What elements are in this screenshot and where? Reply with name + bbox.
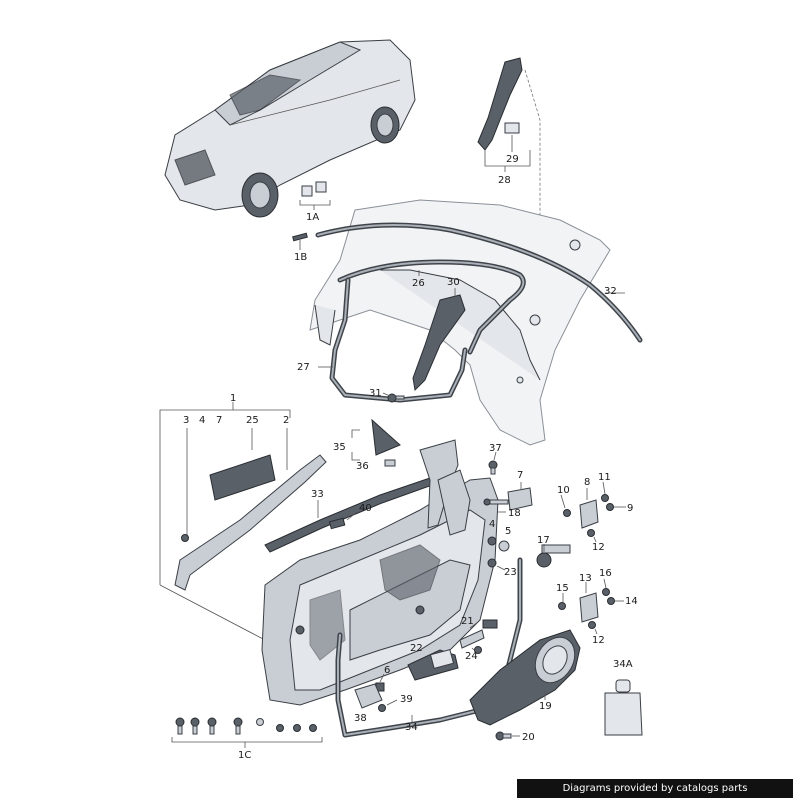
label-34a: 34A (613, 659, 633, 670)
credit-banner: Diagrams provided by catalogs parts (517, 779, 793, 798)
label-24: 24 (465, 651, 478, 662)
label-35: 35 (333, 442, 346, 453)
label-1: 1 (230, 393, 236, 404)
screw-37 (488, 460, 498, 475)
screw-23 (487, 558, 497, 568)
label-15: 15 (556, 583, 569, 594)
label-25: 25 (246, 415, 259, 426)
label-26: 26 (412, 278, 425, 289)
label-36: 36 (356, 461, 369, 472)
label-18: 18 (508, 508, 521, 519)
label-4: 4 (199, 415, 205, 426)
label-9: 9 (627, 503, 633, 514)
part-21 (459, 619, 498, 654)
screw-39 (378, 704, 386, 712)
label-27: 27 (297, 362, 310, 373)
body-side (309, 199, 611, 446)
label-4b: 4 (489, 519, 495, 530)
label-13: 13 (579, 573, 592, 584)
label-11: 11 (598, 472, 611, 483)
sound-pad-25 (209, 454, 276, 501)
label-2: 2 (283, 415, 289, 426)
label-7b: 7 (517, 470, 523, 481)
label-6: 6 (384, 665, 390, 676)
car-illustration (164, 39, 416, 218)
bottle-34a (604, 679, 643, 736)
speaker-housing-19 (469, 629, 581, 726)
label-19: 19 (539, 701, 552, 712)
label-38: 38 (354, 713, 367, 724)
hinge-upper (563, 494, 614, 537)
label-10: 10 (557, 485, 570, 496)
bolt-17 (536, 544, 571, 568)
part-5 (498, 540, 510, 552)
label-1a: 1A (306, 212, 319, 223)
label-39: 39 (400, 694, 413, 705)
label-1b: 1B (294, 252, 307, 263)
label-1c: 1C (238, 750, 251, 761)
mirror-cover-35 (371, 418, 401, 456)
label-32: 32 (604, 286, 617, 297)
label-8: 8 (584, 477, 590, 488)
label-12: 12 (592, 542, 605, 553)
label-22: 22 (410, 643, 423, 654)
label-37: 37 (489, 443, 502, 454)
label-23: 23 (504, 567, 517, 578)
label-20: 20 (522, 732, 535, 743)
label-40: 40 (359, 503, 372, 514)
part-40 (328, 517, 346, 530)
label-12b: 12 (592, 635, 605, 646)
label-14: 14 (625, 596, 638, 607)
label-7: 7 (216, 415, 222, 426)
label-21: 21 (461, 616, 474, 627)
label-33: 33 (311, 489, 324, 500)
latch-7 (507, 487, 533, 511)
clip-3 (181, 534, 189, 542)
bolt-18 (483, 498, 509, 506)
hinge-lower (558, 588, 615, 629)
pillar-cover-30 (412, 294, 466, 392)
label-17: 17 (537, 535, 550, 546)
label-31: 31 (369, 388, 382, 399)
label-28: 28 (498, 175, 511, 186)
bracket-38 (354, 683, 383, 709)
label-30: 30 (447, 277, 460, 288)
fastener-set-1c (175, 717, 317, 735)
label-3: 3 (183, 415, 189, 426)
window-strip-2 (174, 454, 327, 591)
label-34: 34 (405, 722, 418, 733)
pillar-trim-28 (477, 57, 523, 151)
label-29: 29 (506, 154, 519, 165)
screw-20 (495, 731, 512, 741)
part-4 (487, 536, 497, 546)
label-16: 16 (599, 568, 612, 579)
label-5: 5 (505, 526, 511, 537)
